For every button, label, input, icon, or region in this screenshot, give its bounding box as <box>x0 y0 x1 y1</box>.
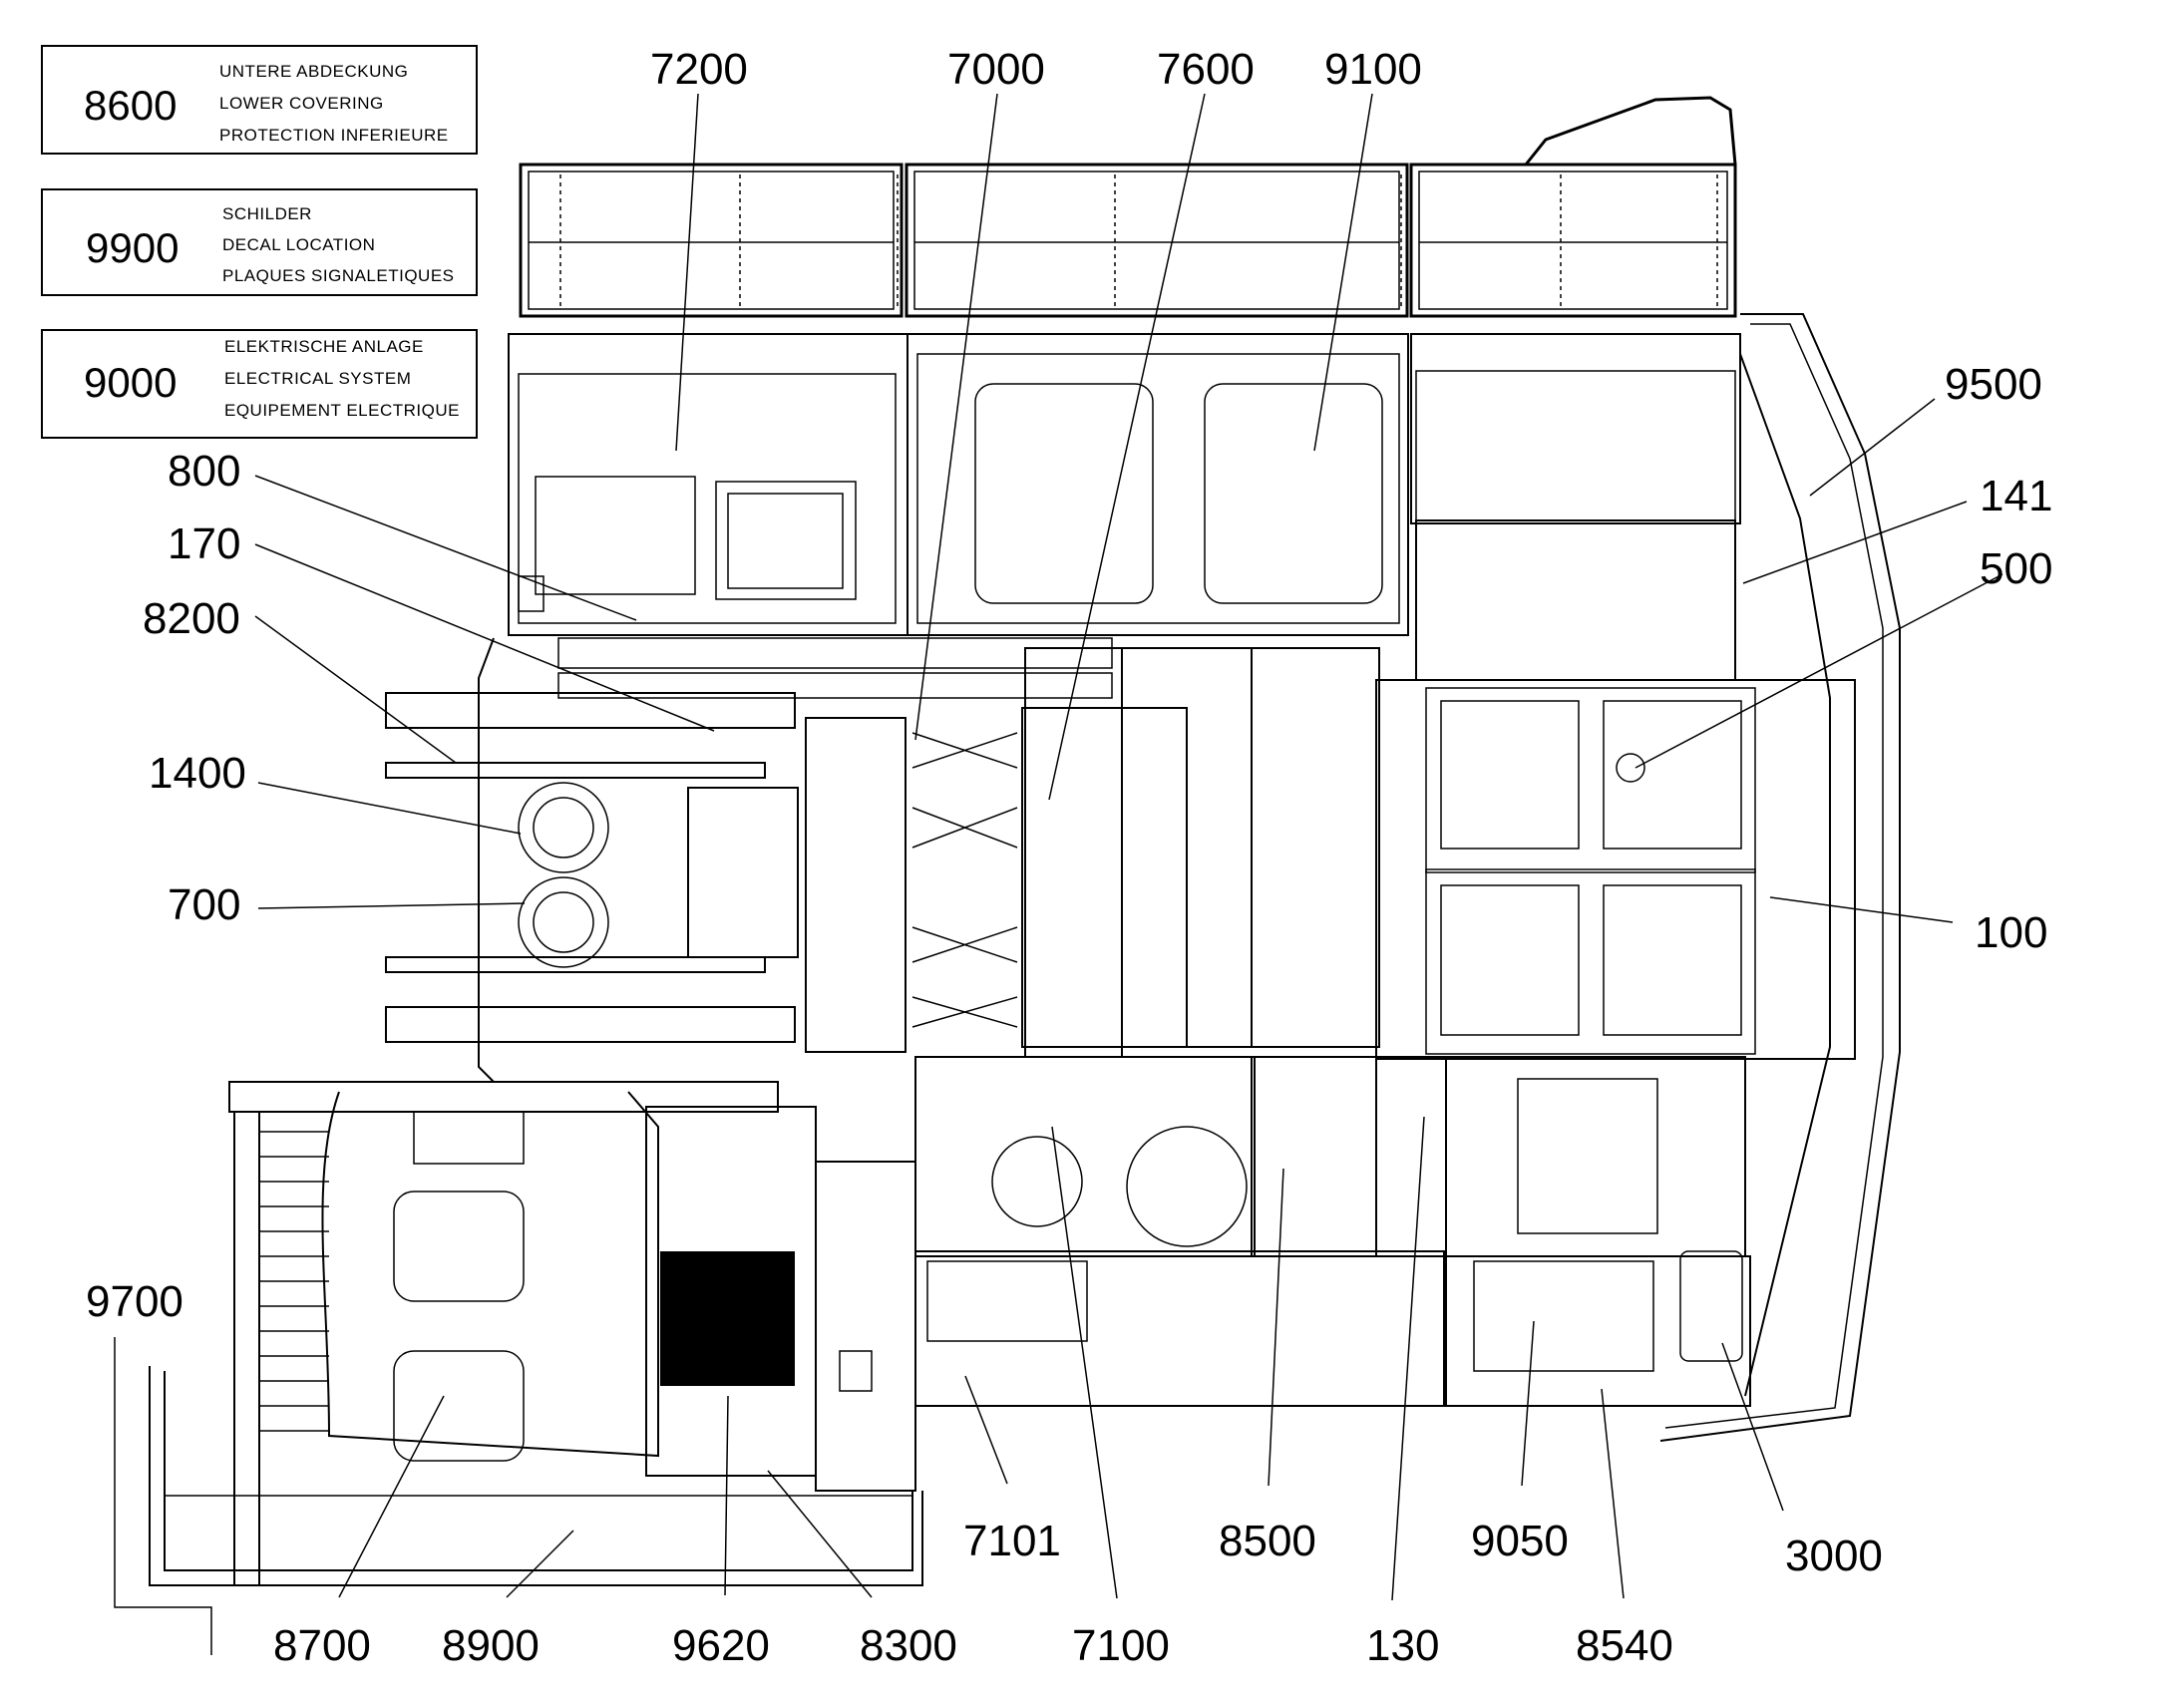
callout-170: 170 <box>168 519 240 568</box>
legend-8600: 8600 UNTERE ABDECKUNG LOWER COVERING PRO… <box>41 45 478 155</box>
svg-text:DECAL LOCATION: DECAL LOCATION <box>222 235 375 254</box>
callout-9620: 9620 <box>672 1621 770 1670</box>
svg-text:EQUIPEMENT ELECTRIQUE: EQUIPEMENT ELECTRIQUE <box>224 401 460 420</box>
callout-8500: 8500 <box>1219 1517 1316 1565</box>
callout-3000: 3000 <box>1785 1532 1883 1580</box>
callout-1400: 1400 <box>149 749 246 798</box>
callout-7100: 7100 <box>1072 1621 1170 1670</box>
callout-9100: 9100 <box>1324 45 1422 94</box>
svg-text:ELECTRICAL SYSTEM: ELECTRICAL SYSTEM <box>224 369 411 388</box>
leader-lines <box>114 93 2003 1655</box>
callout-9700: 9700 <box>86 1277 183 1326</box>
svg-text:PLAQUES SIGNALETIQUES: PLAQUES SIGNALETIQUES <box>222 266 455 285</box>
callout-9050: 9050 <box>1471 1517 1569 1565</box>
callout-141: 141 <box>1980 472 2052 520</box>
callout-7200: 7200 <box>650 45 748 94</box>
svg-text:PROTECTION INFERIEURE: PROTECTION INFERIEURE <box>219 126 449 145</box>
legend-9900: 9900 SCHILDER DECAL LOCATION PLAQUES SIG… <box>41 188 478 296</box>
callout-8700: 8700 <box>273 1621 371 1670</box>
legend-9000: 9000 ELEKTRISCHE ANLAGE ELECTRICAL SYSTE… <box>41 329 478 439</box>
callout-7101: 7101 <box>963 1517 1061 1565</box>
callout-7600: 7600 <box>1157 45 1255 94</box>
svg-text:9000: 9000 <box>84 359 177 406</box>
callout-8200: 8200 <box>143 594 240 643</box>
callout-130: 130 <box>1366 1621 1439 1670</box>
machine-drawing <box>149 96 1901 1586</box>
callout-500: 500 <box>1980 544 2052 593</box>
svg-text:LOWER COVERING: LOWER COVERING <box>219 94 384 113</box>
callout-800: 800 <box>168 447 240 496</box>
svg-text:8600: 8600 <box>84 82 177 129</box>
callout-9500: 9500 <box>1945 360 2042 409</box>
svg-text:UNTERE ABDECKUNG: UNTERE ABDECKUNG <box>219 62 408 81</box>
callout-8540: 8540 <box>1576 1621 1673 1670</box>
svg-text:9900: 9900 <box>86 224 179 271</box>
callout-8900: 8900 <box>442 1621 540 1670</box>
callout-labels: 7200 7000 7600 9100 9500 141 500 800 170… <box>86 45 2052 1670</box>
callout-700: 700 <box>168 880 240 929</box>
callout-7000: 7000 <box>947 45 1045 94</box>
svg-text:SCHILDER: SCHILDER <box>222 204 312 223</box>
callout-8300: 8300 <box>860 1621 957 1670</box>
callout-100: 100 <box>1975 908 2047 957</box>
svg-text:ELEKTRISCHE ANLAGE: ELEKTRISCHE ANLAGE <box>224 337 424 356</box>
